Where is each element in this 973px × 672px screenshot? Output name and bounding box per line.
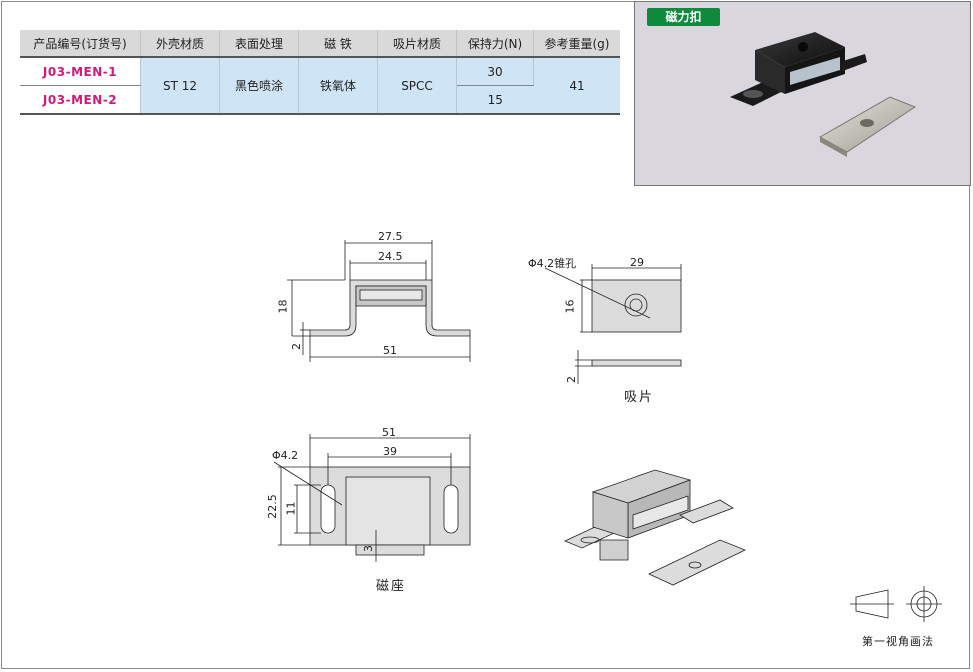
dim-front-outer: 27.5	[378, 230, 403, 243]
table-header-row: 产品编号(订货号) 外壳材质 表面处理 磁 铁 吸片材质 保持力(N) 参考重量…	[20, 30, 620, 58]
dim-front-base: 51	[383, 344, 397, 357]
product-code: J03-MEN-1	[20, 57, 141, 86]
col-header-force: 保持力(N)	[456, 30, 534, 58]
magnetic-catch-photo-illustration	[730, 32, 917, 157]
dim-top-width: 51	[382, 426, 396, 439]
col-header-surface: 表面处理	[219, 30, 299, 58]
table-row: J03-MEN-1 ST 12 黑色喷涂 铁氧体 SPCC 30 41	[20, 57, 620, 115]
col-header-shell: 外壳材质	[140, 30, 220, 58]
shell-material-cell: ST 12	[140, 57, 220, 115]
spec-table: 产品编号(订货号) 外壳材质 表面处理 磁 铁 吸片材质 保持力(N) 参考重量…	[20, 30, 620, 115]
col-header-magnet: 磁 铁	[298, 30, 378, 58]
plate-material-cell: SPCC	[377, 57, 457, 115]
holding-force-cell: 15	[456, 85, 534, 115]
dim-top-pitch: 39	[383, 445, 397, 458]
dim-top-height: 22.5	[265, 494, 279, 519]
table-row: J03-MEN-2 15	[20, 85, 620, 115]
dim-top-step: 3	[362, 545, 375, 552]
dim-plate-hole: Φ4.2锥孔	[528, 257, 577, 270]
col-header-weight: 参考重量(g)	[533, 30, 620, 58]
surface-cell: 黑色喷涂	[219, 57, 299, 115]
product-photo: 磁力扣	[634, 1, 971, 186]
weight-cell: 41	[533, 57, 620, 115]
plate-label: 吸片	[624, 390, 655, 405]
dim-plate-width: 29	[630, 256, 644, 269]
dim-front-inner: 24.5	[378, 250, 403, 263]
projection-label: 第一视角画法	[862, 635, 934, 648]
photo-tag: 磁力扣	[647, 8, 720, 26]
col-header-plate: 吸片材质	[377, 30, 457, 58]
dim-plate-thick: 2	[565, 376, 578, 383]
dim-front-height: 18	[276, 299, 290, 314]
product-code: J03-MEN-2	[20, 85, 141, 115]
dim-top-slot: 11	[284, 501, 298, 516]
holding-force-cell: 30	[456, 57, 534, 86]
col-header-code: 产品编号(订货号)	[20, 30, 141, 58]
magnet-cell: 铁氧体	[298, 57, 378, 115]
base-label: 磁座	[376, 579, 407, 594]
dim-plate-height: 16	[563, 299, 577, 314]
dim-top-hole: Φ4.2	[272, 449, 299, 462]
dim-front-thick: 2	[290, 343, 303, 350]
